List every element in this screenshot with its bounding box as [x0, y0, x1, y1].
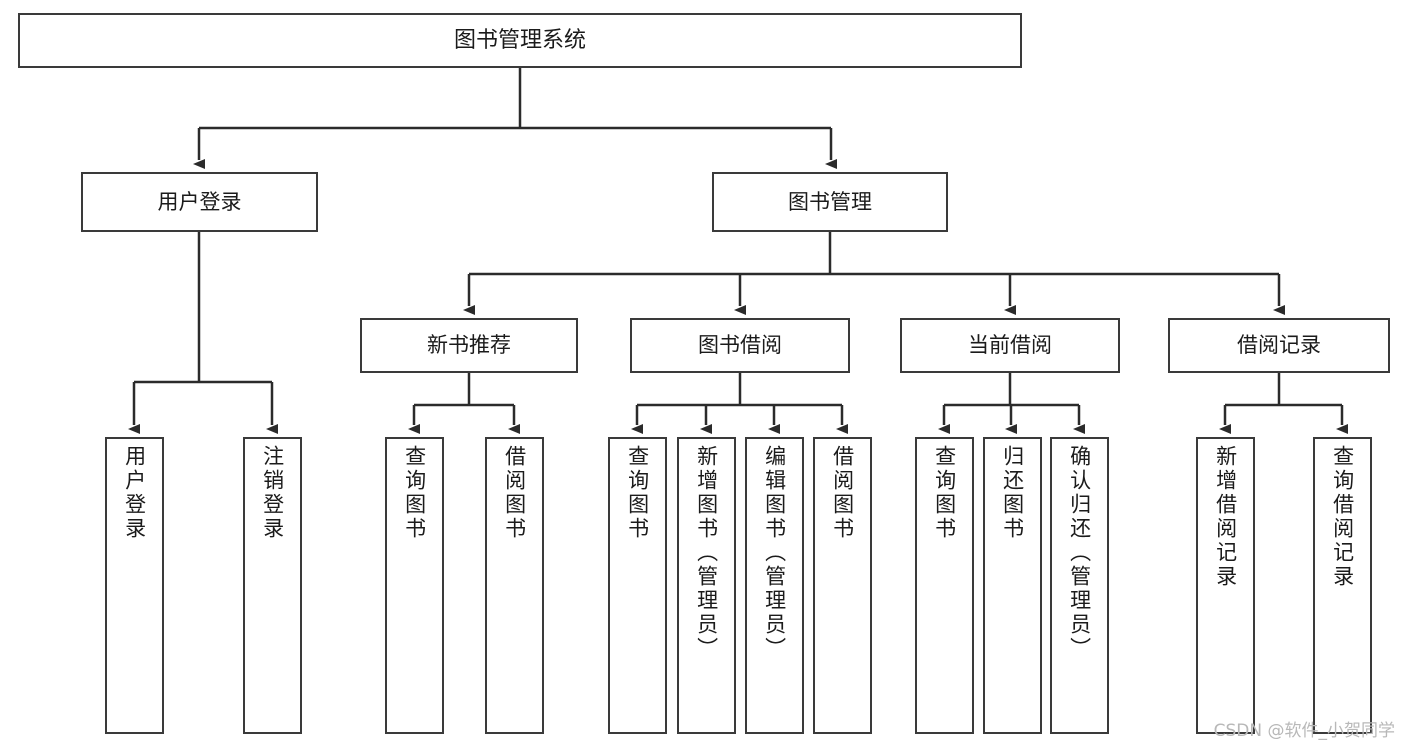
- node-borrow-record[interactable]: 借阅记录: [1168, 318, 1390, 373]
- leaf-borrow-book-1-label: 借阅图书: [502, 445, 527, 541]
- leaf-borrow-book-2-label: 借阅图书: [830, 445, 855, 541]
- node-new-book-recommend-label: 新书推荐: [427, 333, 511, 358]
- node-current-borrow-label: 当前借阅: [968, 333, 1052, 358]
- leaf-add-book[interactable]: 新增图书（管理员）: [677, 437, 736, 734]
- leaf-edit-book[interactable]: 编辑图书（管理员）: [745, 437, 804, 734]
- node-root[interactable]: 图书管理系统: [18, 13, 1022, 68]
- leaf-confirm-return[interactable]: 确认归还（管理员）: [1050, 437, 1109, 734]
- watermark-text: CSDN @软件_小贺同学: [1213, 721, 1395, 741]
- leaf-borrow-book-2[interactable]: 借阅图书: [813, 437, 872, 734]
- leaf-borrow-book-1[interactable]: 借阅图书: [485, 437, 544, 734]
- leaf-query-book-2-label: 查询图书: [625, 445, 650, 541]
- leaf-query-borrow-record-label: 查询借阅记录: [1330, 445, 1355, 589]
- node-user-login[interactable]: 用户登录: [81, 172, 318, 232]
- leaf-return-book-label: 归还图书: [1000, 445, 1025, 541]
- leaf-logout[interactable]: 注销登录: [243, 437, 302, 734]
- node-new-book-recommend[interactable]: 新书推荐: [360, 318, 578, 373]
- leaf-return-book[interactable]: 归还图书: [983, 437, 1042, 734]
- node-book-manage[interactable]: 图书管理: [712, 172, 948, 232]
- leaf-query-book-1-label: 查询图书: [402, 445, 427, 541]
- node-book-manage-label: 图书管理: [788, 189, 872, 214]
- leaf-add-borrow-record-label: 新增借阅记录: [1213, 445, 1238, 589]
- leaf-user-login[interactable]: 用户登录: [105, 437, 164, 734]
- leaf-query-book-2[interactable]: 查询图书: [608, 437, 667, 734]
- leaf-edit-book-label: 编辑图书（管理员）: [762, 445, 787, 661]
- node-current-borrow[interactable]: 当前借阅: [900, 318, 1120, 373]
- leaf-query-borrow-record[interactable]: 查询借阅记录: [1313, 437, 1372, 734]
- leaf-add-book-label: 新增图书（管理员）: [694, 445, 719, 661]
- node-user-login-label: 用户登录: [157, 189, 242, 214]
- node-root-label: 图书管理系统: [453, 27, 586, 53]
- leaf-user-login-label: 用户登录: [122, 445, 147, 541]
- node-book-borrow[interactable]: 图书借阅: [630, 318, 850, 373]
- leaf-logout-label: 注销登录: [260, 445, 285, 541]
- leaf-confirm-return-label: 确认归还（管理员）: [1067, 445, 1092, 661]
- leaf-add-borrow-record[interactable]: 新增借阅记录: [1196, 437, 1255, 734]
- node-book-borrow-label: 图书借阅: [698, 333, 782, 358]
- node-borrow-record-label: 借阅记录: [1237, 333, 1321, 358]
- leaf-query-book-3[interactable]: 查询图书: [915, 437, 974, 734]
- leaf-query-book-3-label: 查询图书: [932, 445, 957, 541]
- leaf-query-book-1[interactable]: 查询图书: [385, 437, 444, 734]
